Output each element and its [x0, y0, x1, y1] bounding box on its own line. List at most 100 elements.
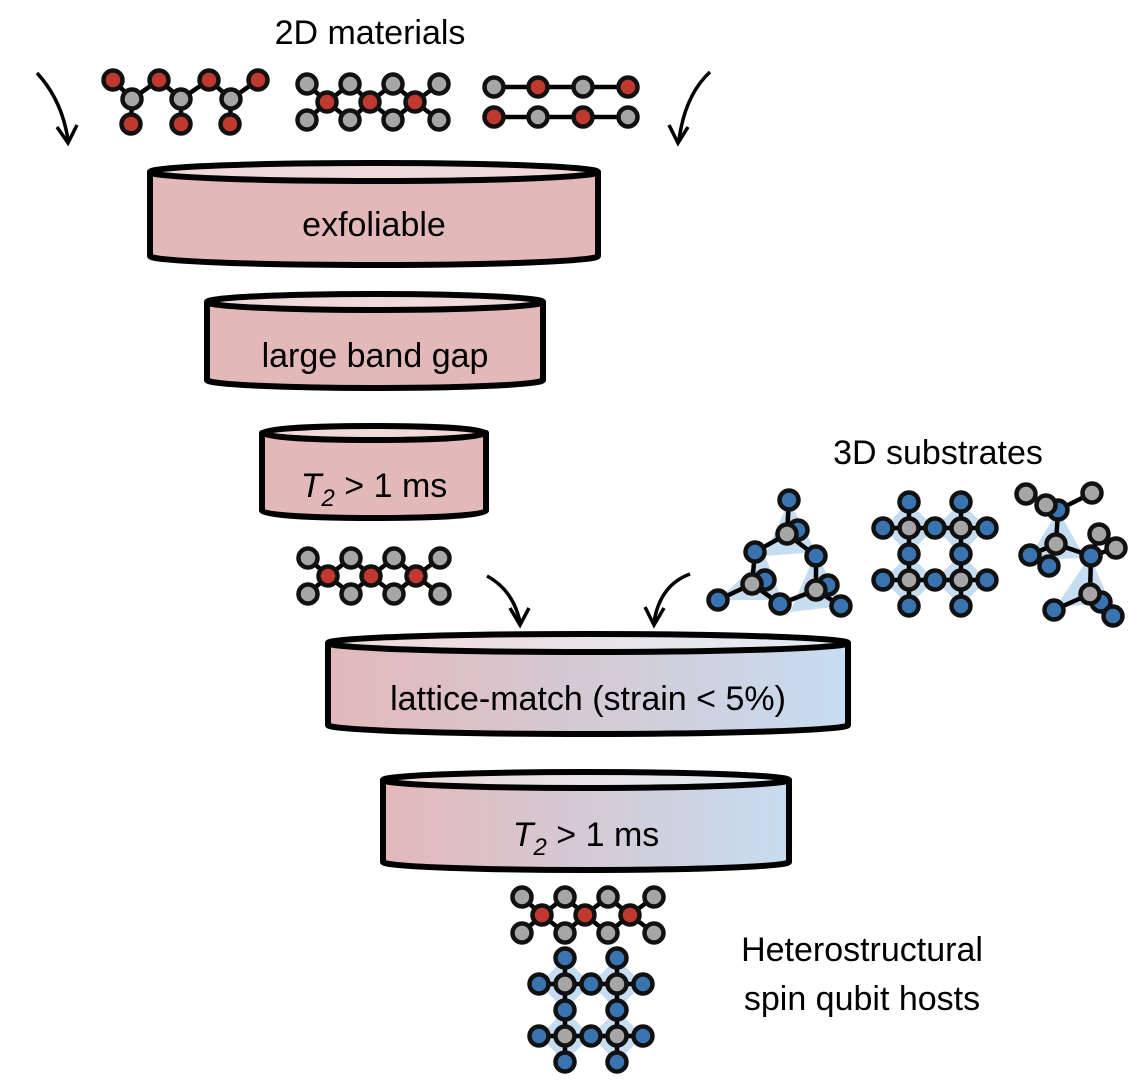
atom-blue: [871, 516, 895, 540]
atom-gray: [596, 885, 620, 909]
atom-red: [573, 903, 597, 927]
atom-gray: [427, 72, 451, 96]
atom-red: [197, 68, 221, 92]
arrow-icon-top-left: [35, 71, 79, 147]
atom-gray: [295, 108, 319, 132]
atom-gray: [339, 582, 363, 606]
atom-blue: [949, 542, 973, 566]
atom-gray: [482, 75, 506, 99]
cylinder-body: [325, 640, 851, 737]
atom-blue: [605, 998, 629, 1022]
atom-blue: [631, 1024, 655, 1048]
atom-gray: [1034, 493, 1058, 517]
atom-blue: [605, 946, 629, 970]
atom-gray: [596, 921, 620, 945]
atom-red: [316, 564, 340, 588]
atom-red: [526, 75, 550, 99]
atom-gray: [1014, 482, 1038, 506]
atom-blue: [829, 594, 853, 618]
molecule-3d-wurtzite: [1014, 481, 1128, 628]
cylinder-top: [204, 291, 546, 313]
atom-red: [616, 75, 640, 99]
atom-gray: [897, 516, 921, 540]
atom-gray: [571, 75, 595, 99]
atom-gray: [296, 582, 320, 606]
atom-blue: [1079, 544, 1103, 568]
label-result-line2: spin qubit hosts: [744, 980, 980, 1018]
atom-gray: [642, 885, 666, 909]
atom-gray: [804, 578, 828, 602]
atom-red: [101, 68, 125, 92]
molecule-2d-selected: [296, 546, 452, 606]
atom-gray: [382, 546, 406, 570]
atom-blue: [579, 1024, 603, 1048]
atom-blue: [553, 1050, 577, 1074]
atom-blue: [1018, 543, 1042, 567]
filter-t2-2d: T2 > 1 ms: [259, 423, 489, 521]
filter-label: T2 > 1 ms: [513, 816, 660, 861]
atom-red: [147, 68, 171, 92]
atom-blue: [871, 568, 895, 592]
filter-label: lattice-match (strain < 5%): [390, 680, 786, 718]
atom-red: [119, 112, 143, 136]
atom-gray: [295, 72, 319, 96]
atom-gray: [169, 87, 193, 111]
atom-red: [404, 564, 428, 588]
atom-blue: [605, 1050, 629, 1074]
atom-blue: [897, 542, 921, 566]
atom-gray: [338, 108, 362, 132]
filter-label: T2 > 1 ms: [301, 467, 448, 512]
label-result-line1: Heterostructural: [741, 931, 983, 969]
atom-blue: [631, 972, 655, 996]
atom-blue: [1042, 598, 1066, 622]
cylinder-top: [259, 423, 489, 443]
cylinder-top: [325, 631, 851, 655]
cylinder-body: [147, 169, 601, 268]
atom-blue: [949, 594, 973, 618]
atom-gray: [553, 921, 577, 945]
arrow-icon-mid-left: [486, 574, 531, 629]
atom-gray: [616, 105, 640, 129]
atom-gray: [428, 546, 452, 570]
atom-blue: [706, 588, 730, 612]
atom-blue: [804, 544, 828, 568]
molecule-2d-buckled: [295, 72, 451, 132]
label-3d-substrates: 3D substrates: [833, 434, 1043, 472]
atom-red: [246, 68, 270, 92]
atom-blue: [553, 946, 577, 970]
atom-blue: [527, 1024, 551, 1048]
filter-band-gap: large band gap: [204, 291, 546, 391]
molecule-3d-tetrahedral: [706, 488, 853, 618]
cylinder-body: [380, 777, 792, 873]
filter-lattice-match: lattice-match (strain < 5%): [325, 631, 851, 737]
arrow-icon-top-right: [667, 70, 712, 147]
atom-red: [218, 112, 242, 136]
atom-gray: [897, 568, 921, 592]
atom-gray: [296, 546, 320, 570]
cylinder-top: [380, 769, 792, 791]
atom-blue: [949, 490, 973, 514]
atom-gray: [605, 1024, 629, 1048]
atom-gray: [605, 972, 629, 996]
atom-red: [169, 112, 193, 136]
atom-blue: [768, 592, 792, 616]
atom-gray: [338, 72, 362, 96]
atom-blue: [897, 594, 921, 618]
molecule-structures: [101, 68, 1128, 1074]
atom-gray: [1104, 536, 1128, 560]
cylinder-top: [147, 160, 601, 184]
atom-red: [315, 90, 339, 114]
atom-red: [403, 90, 427, 114]
filter-stack: exfoliable large band gap T2 > 1 ms lattice…: [147, 160, 851, 873]
molecule-3d-square: [871, 490, 999, 618]
molecule-2d-hetero: [510, 885, 666, 945]
atom-gray: [339, 546, 363, 570]
arrow-icon-mid-right: [643, 572, 691, 629]
atom-blue: [777, 488, 801, 512]
atom-gray: [949, 568, 973, 592]
atom-blue: [553, 998, 577, 1022]
atom-blue: [1101, 604, 1125, 628]
atom-gray: [381, 108, 405, 132]
filter-exfoliable: exfoliable: [147, 160, 601, 268]
